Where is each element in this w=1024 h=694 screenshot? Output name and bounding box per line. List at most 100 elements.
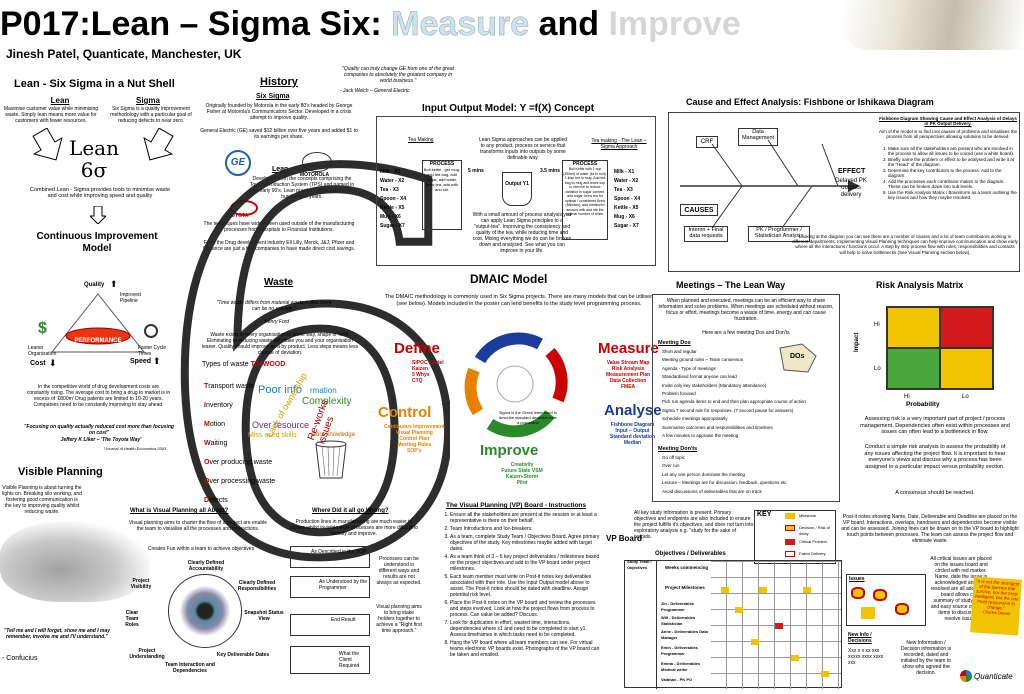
meeting-do: Short and regular [662,349,697,354]
io-model-title: Input Output Model: Y =f(X) Concept [422,103,595,114]
vp-step: Ensure all the stakeholders are present … [450,512,600,524]
risk-impact-label: Impact [854,332,860,352]
fishbone-step: Make sure all the stakeholders are prese… [888,146,1018,156]
meeting-dont: Avoid discussions of deliverables that a… [662,488,762,494]
pk-analysis-box: PK / Programmer / Statistician Analysis [748,226,810,242]
meeting-do: Agenda - Type of meetings [662,365,716,371]
waste-list: Transport waste Inventory Motion Waiting… [204,377,294,510]
waste-item: Transport waste [204,383,255,390]
quanticate-logo: Quanticate [960,668,1022,690]
history-lean-text3: From the Drug development industry Eli L… [202,240,356,252]
what-is-vp-title: What is Visual Planning all About? [130,508,229,514]
nutshell-arrows [32,128,174,161]
history-six-sigma-head: Six Sigma [256,93,290,100]
io-time-right: 3.5 mins [540,168,561,174]
visible-planning-title: Visible Planning [18,466,103,478]
lean-head: Lean [50,96,70,105]
fishbone-diagram [680,139,860,229]
fishbone-steps: Make sure all the stakeholders are prese… [880,146,1018,201]
focus-quote: "Focusing on quality actually reduced co… [24,424,174,436]
meeting-do: Pick run agenda items to end and then pl… [662,399,806,405]
vp-key: KEY Milestone Decision / Risk of delay C… [754,510,836,564]
risk-cell-lo-lo [887,348,940,389]
meeting-dont: Go off topic [662,455,685,460]
vp-step: Each team member must write on Post-it n… [450,574,600,598]
sigma-text: Six Sigma is a quality improvement metho… [110,106,192,124]
new-info-text: New Information / Decision information i… [900,640,952,676]
meeting-do: Meeting ground rules – Team consensus [662,357,743,363]
cost-down-arrow-icon: ⬇ [49,358,57,368]
meeting-dont: Over run [662,463,680,469]
risk-hi-x: Hi [904,394,910,400]
sigma-head: Sigma [135,96,160,105]
fishbone-step: Add the processes each contributor makes… [888,179,1018,189]
creates-fun: Creates Fun within a team to achieve obj… [147,546,255,552]
io-left-inputs: Milk - X1 Water - X2 Tea - X3 Spoon - X4… [380,169,407,229]
quality-label: Quality [84,282,105,288]
title-improve: Improve [608,5,741,43]
define-list: SIPOC model Kaizen 5 Whys CTQ [412,360,444,384]
history-lean-text: Developed from the concepts comprising t… [249,176,355,200]
risk-text3: A consensus should be reached. [895,490,975,496]
vp-step: Place the Post-it notes on the VP board … [450,600,600,618]
waste-quote: "Time waste differs from material waste … [216,300,332,312]
waste-quote-author: – Henry Ford [260,319,290,325]
vp-wheel [168,574,242,648]
meeting-donts-list: Go off topic Over run Let any one person… [662,454,838,496]
competitive-text: In the competitive world of drug develop… [26,384,171,408]
improved-pipeline: Improved Pipeline [120,292,141,304]
io-right-inputs: Milk - X1 Water - X2 Tea - X3 Spoon - X4… [614,169,641,229]
wheel-team-interaction: Team Interaction and Dependencies [165,662,215,674]
dmaic-intro: The DMAIC methodology is commonly used i… [384,294,654,307]
history-lean-text2: The techniques have widely been used out… [203,221,355,233]
risk-lo-y: Lo [874,366,881,372]
output-cup-icon: Output Y1 [502,172,532,206]
fishbone-box [668,112,1020,272]
comic-end-result: End Result [290,614,370,636]
where-title: Where Did it all go Wrong? [312,508,389,514]
risk-text1: Assessing risk is a very important part … [860,416,1010,435]
vp-step: Look for duplication in effort, wasted t… [450,620,600,638]
post-it-text: Post-it notes showing Name, Date, Delive… [841,514,1019,544]
darwin-note: "It is not the strongest of the species … [970,576,1022,636]
issues-board: Issues [846,574,926,626]
performance-triangle [50,293,146,353]
animals-image [0,522,150,602]
risk-probability-label: Probability [906,401,940,408]
fishbone-side-intro: Aim of the model is to find root causes … [878,129,1018,139]
combined-text: Combined Lean - Sigma provides tools to … [30,187,171,199]
define-label: Define [394,340,440,357]
what-is-vp-text: Visual planning aims to charter the flow… [128,520,268,532]
meeting-dos-list: Short and regular Meeting ground rules –… [662,348,838,440]
meeting-dos-head: Meeting Dos [658,340,691,346]
risk-cell-hi-lo [887,307,940,348]
meetings-here: Here are a few meeting Dos and Don'ts [702,330,790,336]
meeting-do: Schedule meetings appropriately [662,416,728,422]
vp-step: As a team, complete Study Team / Objecti… [450,534,600,552]
vp-instructions-list: Ensure all the stakeholders are present … [444,512,600,660]
improve-list: Creativity Future State VSM Kaizen-Storm… [501,462,543,486]
measure-list: Value Stream Map Risk Analysis Measureme… [606,360,651,390]
risk-title: Risk Analysis Matrix [876,280,964,290]
meeting-donts-head: Meeting Don'ts [658,446,698,452]
waste-intro: Waste exists in every organisation in so… [201,332,359,356]
wheel-clear-roles: Clear Team Roles [125,610,139,628]
meetings-intro: When planned and executed, meetings can … [658,298,834,322]
risk-cell-lo-hi [940,348,993,389]
lean-six-sigma-logo: Lean 6σ [69,136,119,182]
effect-text: Delayed PK outputs delivery [835,178,867,198]
big-six-graphic: 6 [150,120,450,620]
title-and: and [529,5,609,43]
leaner-org: Leaner Organisation [28,345,57,357]
risk-cell-hi-hi [940,307,993,348]
risk-grid [886,306,994,390]
fishbone-footer: Looking at the diagram you can see there… [792,234,1018,255]
confucius-author: - Confucius [2,655,38,662]
waste-item: Waiting [204,440,228,447]
vp-board: Objectives / Deliverables Study Team / O… [624,551,842,689]
waste-word-cloud: Poor info rmation Complexity Over resour… [248,371,356,446]
dmaic-title: DMAIC Model [470,272,548,286]
toyota-text: TOYOTA [228,213,249,219]
title-measure: Measure [391,5,530,44]
io-model-box [376,116,656,266]
